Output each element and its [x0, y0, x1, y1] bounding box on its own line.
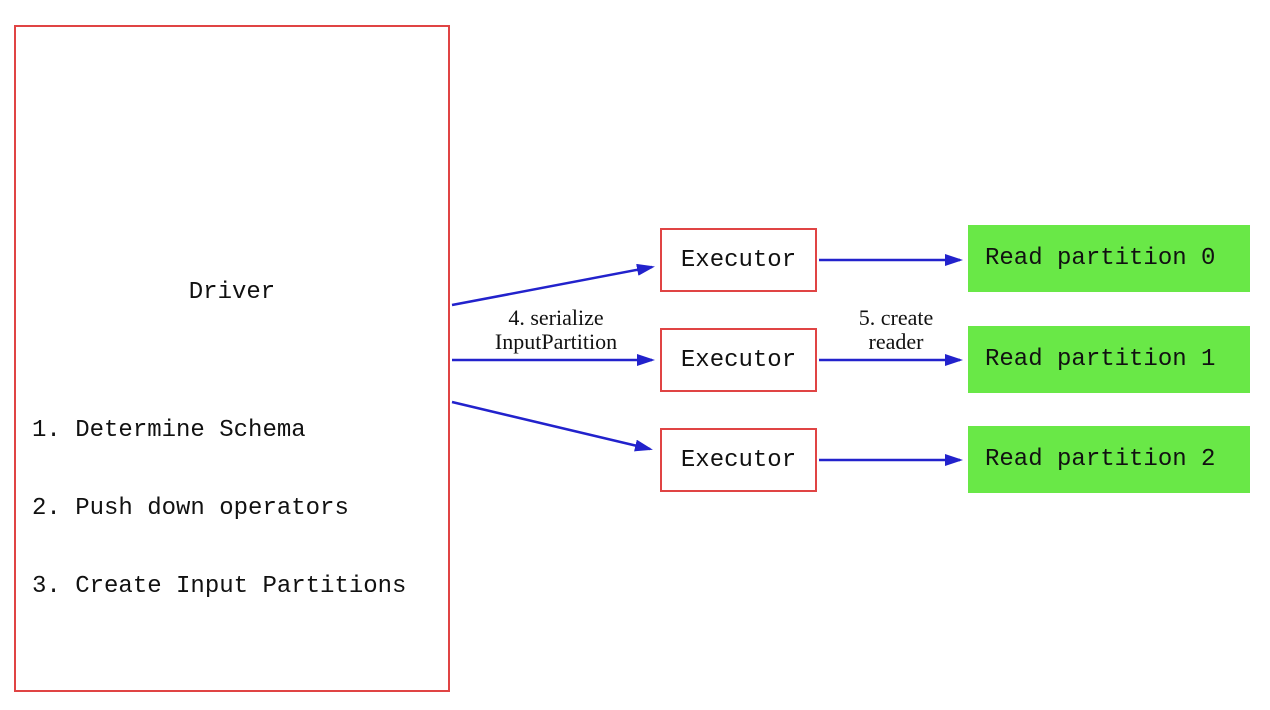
- driver-step-2: 2. Push down operators: [32, 495, 349, 522]
- arrow-driver-to-executor-2: [451, 400, 653, 452]
- read-partition-box-2: Read partition 2: [968, 426, 1250, 493]
- read-partition-box-1: Read partition 1: [968, 326, 1250, 393]
- label-serialize-line-2: InputPartition: [494, 329, 618, 354]
- label-reader-line-2: reader: [868, 329, 924, 354]
- arrow-driver-to-executor-0: [451, 263, 655, 307]
- executor-box-2: Executor: [660, 428, 817, 492]
- executor-box-1: Executor: [660, 328, 817, 392]
- executor-box-0: Executor: [660, 228, 817, 292]
- driver-box: Driver 1. Determine Schema 2. Push down …: [14, 25, 450, 692]
- driver-steps: 1. Determine Schema 2. Push down operato…: [32, 366, 406, 652]
- label-reader-line-1: 5. create: [858, 305, 934, 330]
- driver-title: Driver: [188, 279, 276, 306]
- driver-step-3: 3. Create Input Partitions: [32, 573, 407, 600]
- label-serialize-input-partition: 4. serialize InputPartition: [460, 306, 652, 354]
- label-serialize-line-1: 4. serialize: [508, 305, 604, 330]
- read-partition-box-0: Read partition 0: [968, 225, 1250, 292]
- driver-step-1: 1. Determine Schema: [32, 417, 306, 444]
- label-create-reader: 5. create reader: [810, 306, 982, 354]
